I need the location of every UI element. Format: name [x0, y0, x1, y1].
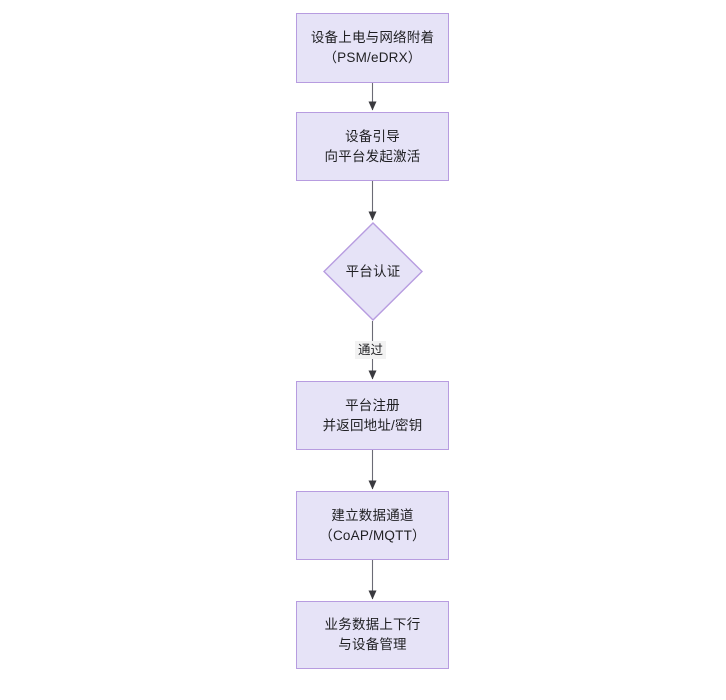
platform-register-node[interactable]: 平台注册 并返回地址/密钥	[296, 381, 449, 450]
device-bootstrap-node[interactable]: 设备引导 向平台发起激活	[296, 112, 449, 181]
business-data-node-label: 业务数据上下行 与设备管理	[324, 617, 421, 652]
platform-authentication-label: 平台认证	[345, 263, 401, 279]
device-power-on-node[interactable]: 设备上电与网络附着 （PSM/eDRX）	[296, 13, 449, 83]
platform-authentication-decision[interactable]: 平台认证	[323, 222, 423, 321]
platform-register-node-label: 平台注册 并返回地址/密钥	[322, 397, 423, 433]
device-power-on-node-label: 设备上电与网络附着 （PSM/eDRX）	[310, 30, 435, 65]
edge-label-pass: 通过	[355, 341, 387, 359]
business-data-node[interactable]: 业务数据上下行 与设备管理	[296, 601, 449, 669]
diamond-shape-icon	[323, 222, 423, 321]
data-channel-node-label: 建立数据通道 （CoAP/MQTT）	[319, 507, 426, 543]
device-bootstrap-node-label: 设备引导 向平台发起激活	[324, 128, 421, 164]
data-channel-node[interactable]: 建立数据通道 （CoAP/MQTT）	[296, 491, 449, 560]
